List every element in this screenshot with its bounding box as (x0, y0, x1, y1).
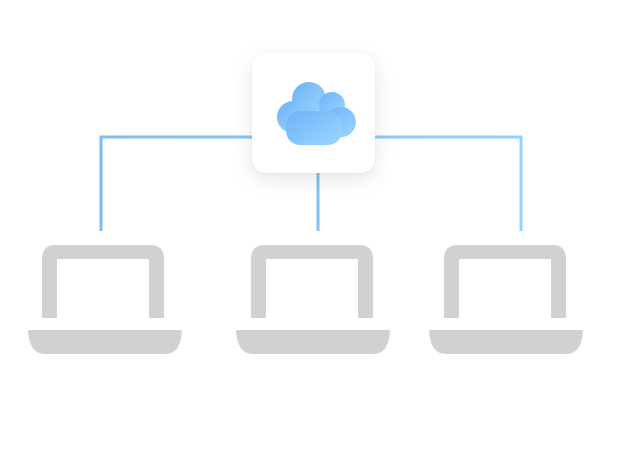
connector-right (375, 135, 523, 231)
laptop-icon (28, 245, 182, 354)
cloud-hub-card (252, 53, 375, 173)
connector-left (99, 135, 252, 231)
connector-lines (99, 135, 523, 231)
laptop-icon (429, 245, 583, 354)
laptop-icon (236, 245, 390, 354)
cloud-icon (277, 82, 356, 145)
